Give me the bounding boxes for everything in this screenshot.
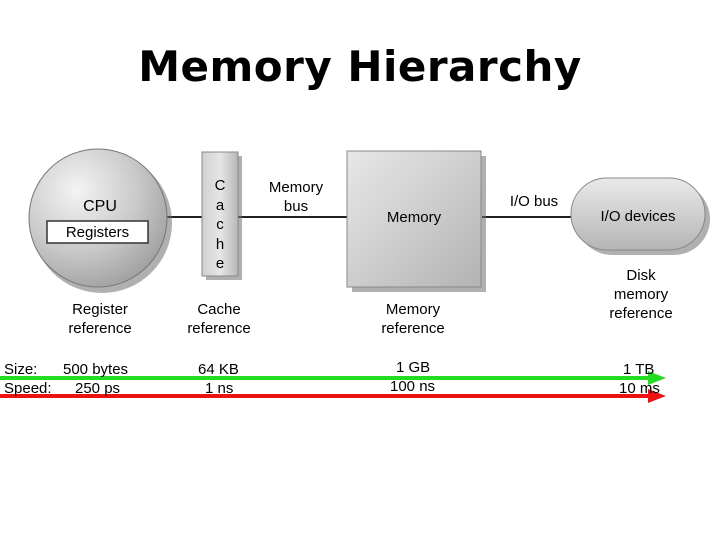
cache-letters: C a c h e	[202, 176, 238, 274]
cache-reference-line1: Cache	[197, 301, 241, 318]
cache-letter: c	[216, 216, 224, 233]
cpu-node	[28, 148, 172, 293]
cache-letter: C	[214, 177, 226, 194]
speed-arrow	[0, 389, 666, 403]
cache-node	[201, 151, 242, 280]
cache-letter: h	[215, 235, 225, 253]
memory-bus-label: Memory bus	[256, 178, 336, 216]
register-reference-line1: Register	[72, 301, 128, 318]
speed-row-label: Speed:	[4, 380, 52, 397]
io-devices-label: I/O devices	[600, 208, 676, 225]
size-value: 64 KB	[198, 361, 239, 378]
speed-value: 100 ns	[390, 378, 436, 395]
disk-reference-line1: Disk	[626, 267, 656, 284]
size-arrow	[0, 371, 666, 385]
registers-box	[46, 220, 149, 244]
speed-value: 10 ms	[619, 380, 660, 397]
cache-letter: e	[215, 255, 225, 272]
cpu-label: CPU	[83, 198, 117, 215]
memory-label: Memory	[386, 209, 442, 226]
cache-reference-label: Cache reference	[174, 300, 264, 338]
io-devices-node	[570, 177, 710, 255]
memory-node	[346, 150, 486, 292]
memory-reference-label: Memory reference	[368, 300, 458, 338]
registers-label: Registers	[65, 224, 130, 241]
register-reference-label: Register reference	[55, 300, 145, 338]
size-value: 500 bytes	[63, 361, 129, 378]
size-value: 1 GB	[396, 359, 431, 376]
io-bus-label: I/O bus	[509, 193, 559, 210]
disk-reference-line3: reference	[609, 305, 673, 322]
size-value: 1 TB	[623, 361, 655, 378]
memory-bus-line1: Memory	[268, 179, 324, 196]
speed-value: 250 ps	[75, 380, 121, 397]
page-title: Memory Hierarchy	[138, 42, 582, 91]
memory-reference-line1: Memory	[385, 301, 441, 318]
memory-reference-line2: reference	[381, 320, 445, 337]
cache-letter: a	[215, 196, 225, 214]
register-reference-line2: reference	[68, 320, 132, 337]
size-row-label: Size:	[4, 361, 38, 378]
speed-value: 1 ns	[205, 380, 234, 397]
disk-reference-line2: memory	[613, 286, 669, 303]
memory-bus-line2: bus	[283, 198, 309, 215]
disk-reference-label: Disk memory reference	[596, 266, 686, 323]
cache-reference-line2: reference	[187, 320, 251, 337]
